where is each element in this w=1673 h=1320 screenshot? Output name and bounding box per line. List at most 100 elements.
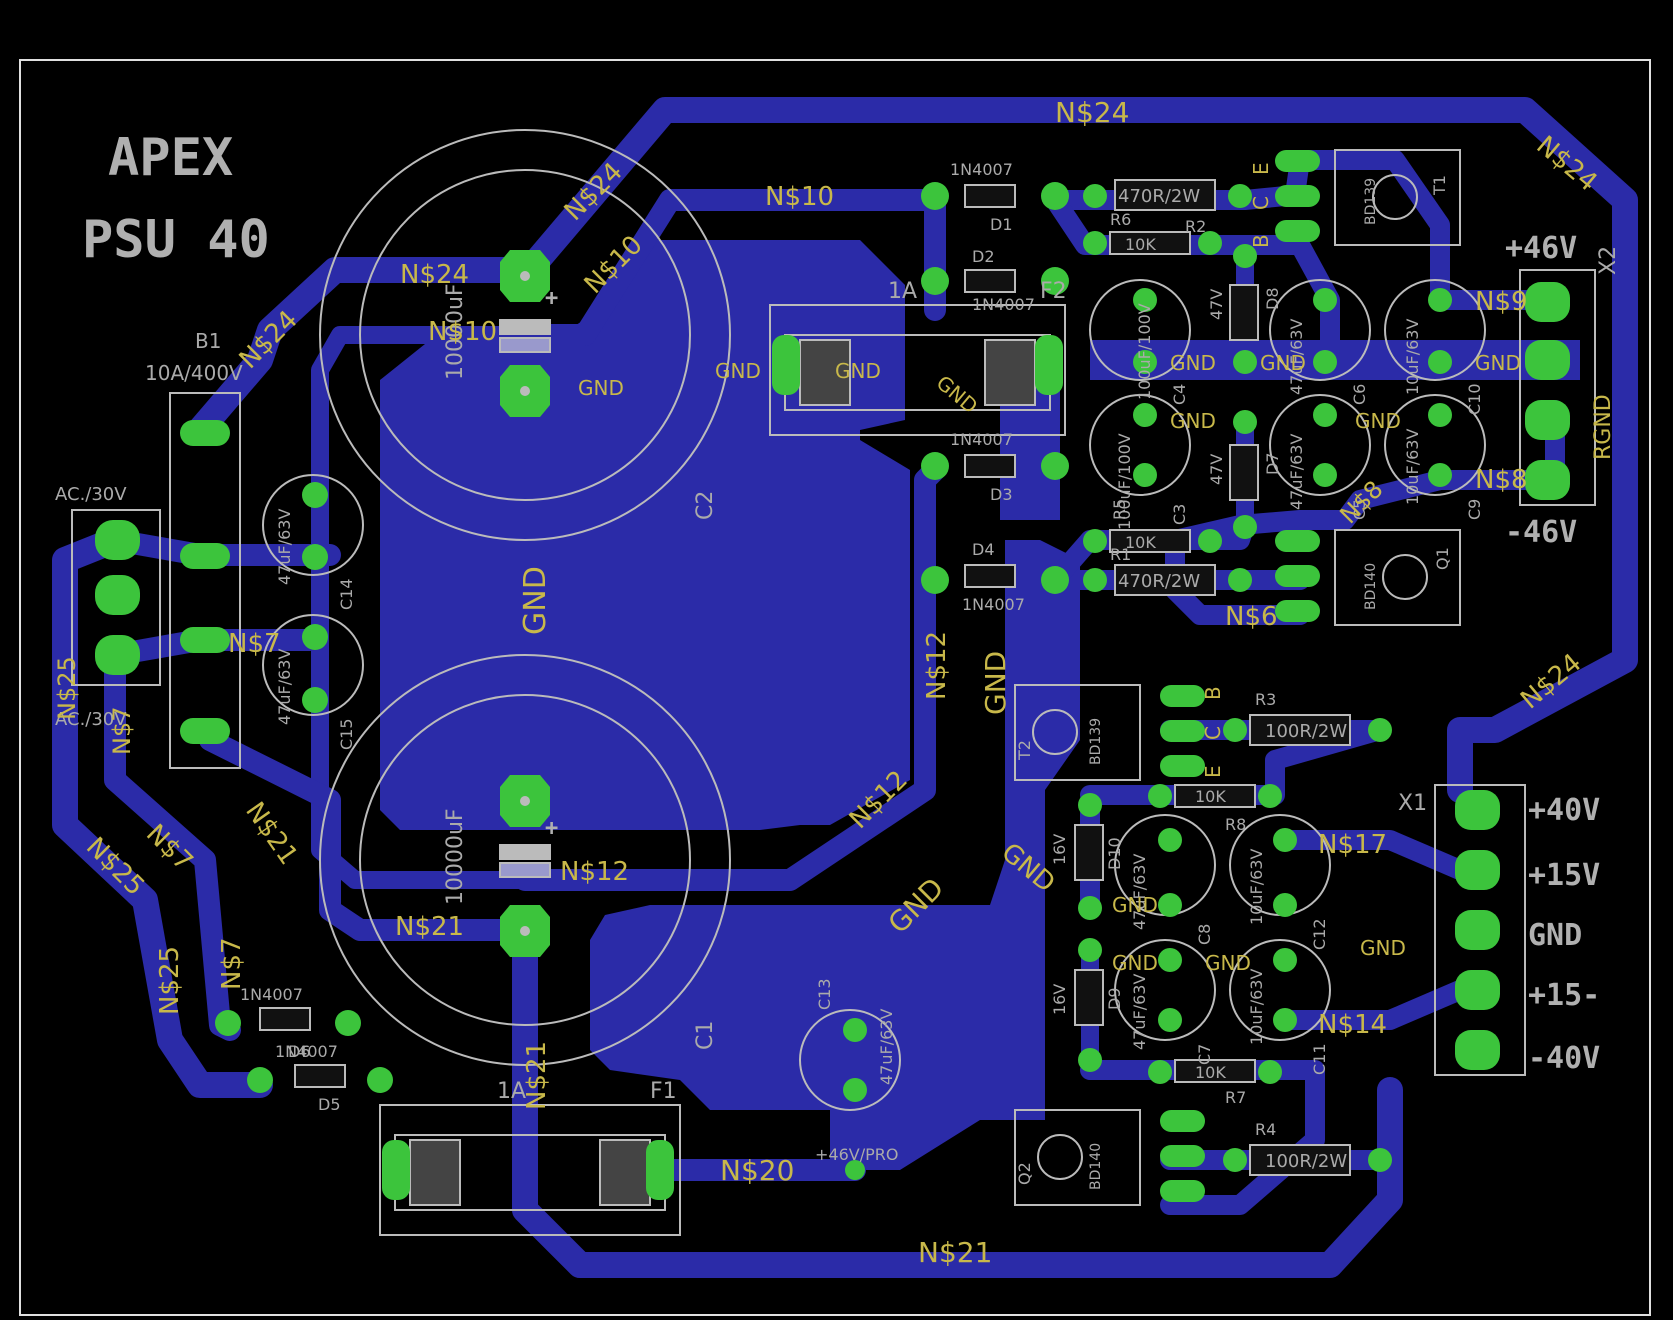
pin-c-t1: C (1249, 196, 1273, 210)
net-n24-top: N$24 (1055, 96, 1129, 129)
c1-value: 10000uF (443, 808, 468, 905)
net-n9: N$9 (1475, 287, 1528, 317)
trace-n21-left (199, 729, 536, 941)
rail-gnd: GND (1528, 918, 1582, 953)
d5-label: D5 (318, 1095, 341, 1114)
capacitor-c2 (319, 129, 731, 541)
c2-value: 10000uF (443, 283, 468, 380)
c6-value: 47uF/63V (1287, 319, 1306, 395)
d9-zener: 16V (1050, 984, 1069, 1015)
c4-label: C4 (1170, 384, 1189, 405)
c10-label: C10 (1465, 383, 1484, 415)
trace-n24 (512, 97, 1638, 803)
c7-value: 47uF/63V (1130, 974, 1149, 1050)
d7-zener: 47V (1207, 454, 1226, 485)
net-n25-left: N$25 (53, 656, 81, 720)
diode-bodies (259, 184, 1259, 1088)
net-n25-vertical: N$25 (155, 946, 185, 1015)
r6-value: 470R/2W (1118, 186, 1200, 207)
c15-value: 47uF/63V (275, 649, 294, 725)
c13-value: 47uF/63V (877, 1009, 896, 1085)
fuse-f2-outline (769, 304, 1066, 436)
pads (95, 150, 1570, 1202)
r7-value: 10K (1195, 1063, 1226, 1082)
trace-n24-left (187, 257, 538, 443)
net-gnd-c3: GND (1170, 409, 1216, 433)
net-gnd-c4: GND (1170, 351, 1216, 375)
c10-value: 10uF/63V (1403, 319, 1422, 395)
x2-label: X2 (1596, 246, 1621, 275)
trace-n25 (52, 527, 273, 1098)
net-gnd-d8: GND (1260, 351, 1306, 375)
net-n20: N$20 (720, 1154, 794, 1187)
r1-value: 10K (1125, 533, 1156, 552)
d8-zener: 47V (1207, 289, 1226, 320)
t2-label: T2 (1015, 740, 1034, 761)
c7-label: C7 (1195, 1044, 1214, 1065)
net-n7-bridge: N$7 (228, 629, 281, 659)
net-gnd-c10: GND (1475, 351, 1521, 375)
rail-p15m: +15- (1528, 978, 1600, 1013)
net-gnd-c8: GND (1112, 893, 1158, 917)
d3-label: D3 (990, 485, 1013, 504)
net-gnd-c2: GND (578, 376, 624, 400)
bridge-name: B1 (195, 329, 221, 353)
r1-label: R1 (1110, 545, 1131, 564)
net-gnd-c5: GND (1355, 409, 1401, 433)
polarity-marks: + + (545, 286, 558, 841)
q2-type: BD140 (1088, 1143, 1104, 1190)
rail-p46: +46V (1505, 231, 1577, 266)
net-n12-c1: N$12 (560, 857, 629, 887)
net-n7-vertical: N$7 (217, 937, 247, 990)
c6-label: C6 (1350, 384, 1369, 405)
rail-m40: -40V (1528, 1041, 1600, 1076)
r5-value: 470R/2W (1118, 571, 1200, 592)
c5-label: C5 (1350, 499, 1369, 520)
x1-label: X1 (1398, 791, 1427, 816)
d10-zener: 16V (1050, 834, 1069, 865)
net-gnd-c11: GND (1205, 951, 1251, 975)
d10-label: D10 (1105, 837, 1124, 870)
resistor-bodies (1109, 179, 1351, 1176)
net-n10-c2-pad: N$10 (428, 317, 497, 347)
c14-label: C14 (337, 578, 356, 610)
t1-label: T1 (1430, 175, 1449, 196)
bridge-rating: 10A/400V (145, 361, 243, 385)
c2-label: C2 (693, 491, 718, 520)
trace-n10-b (311, 326, 534, 889)
x1-connector-outline (1434, 784, 1526, 1076)
r2-value: 10K (1125, 235, 1156, 254)
c8-label: C8 (1195, 924, 1214, 945)
q1-label: Q1 (1433, 547, 1452, 570)
c15-label: C15 (337, 718, 356, 750)
r4-value: 100R/2W (1265, 1151, 1347, 1172)
c4-value: 100uF/100V (1135, 303, 1154, 400)
x2-connector-outline (1519, 269, 1596, 506)
r2-label: R2 (1185, 217, 1206, 236)
title-line1: APEX (108, 128, 233, 188)
d2-label: D2 (972, 247, 995, 266)
trace-n21 (512, 917, 1403, 1278)
d4-type: 1N4007 (962, 595, 1025, 614)
c14-value: 47uF/63V (275, 509, 294, 585)
pin-e-t1: E (1249, 162, 1273, 175)
x2-net-label: RGND (1591, 394, 1616, 460)
r7-label: R7 (1225, 1088, 1246, 1107)
c3-label: C3 (1170, 504, 1189, 525)
d6-type: 1N4007 (240, 985, 303, 1004)
net-n17: N$17 (1318, 830, 1387, 860)
ac-top-label: AC./30V (55, 484, 127, 505)
net-n10-top: N$10 (765, 182, 834, 212)
f1-label: F1 (650, 1079, 677, 1104)
c11-label: C11 (1310, 1043, 1329, 1075)
round-pads (215, 182, 1452, 1180)
ac-bottom-label: AC./30V (55, 709, 127, 730)
c11-value: 10uF/63V (1247, 969, 1266, 1045)
c3-value: 100uF/100V (1115, 433, 1134, 530)
f2-rating: 1A (888, 279, 917, 304)
d9-label: D9 (1105, 988, 1124, 1011)
c5-value: 47uF/63V (1287, 434, 1306, 510)
rail-p40: +40V (1528, 793, 1600, 828)
r6-label: R6 (1110, 210, 1131, 229)
